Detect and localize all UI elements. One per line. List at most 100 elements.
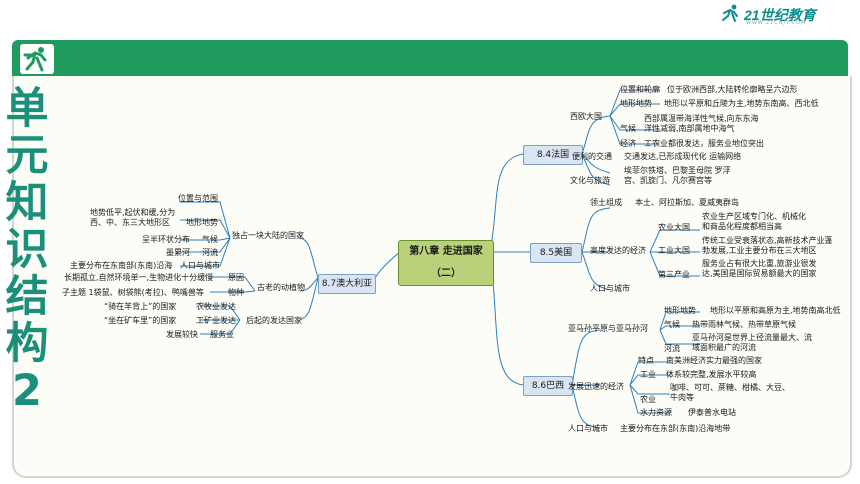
text-br-agri: 咖啡、可可、蔗糖、柑橘、大豆、牛肉等 (670, 383, 790, 403)
text-br-terrain: 地形以平原和高原为主,地势南高北低 (710, 306, 841, 315)
text-tertiary-line2: 达,美国是国际贸易额最大的国家 (702, 269, 817, 278)
text-climate-line2: 洋性减弱,南部属地中海气 (644, 124, 735, 133)
node-br-terrain: 地形地势 (664, 306, 696, 315)
node-au-agri: 农牧业发达 (196, 302, 236, 311)
text-au-terrain-line1: 地势低平,起伏和缓,分为 (90, 208, 176, 217)
node-territory: 领土组成 (590, 198, 622, 207)
text-br-agri-line2: 牛肉等 (670, 393, 694, 402)
node-west-europe: 西欧大国 (570, 112, 602, 121)
node-industry: 工业大国 (658, 246, 690, 255)
runner-logo-icon (722, 4, 738, 22)
node-br-water: 水力资源 (640, 408, 672, 417)
text-br-river-line2: 域面积最广的河流 (692, 343, 756, 352)
text-au-climate: 呈半环状分布 (142, 235, 190, 244)
node-tertiary: 第三产业 (658, 270, 690, 279)
text-terrain: 地形以平原和丘陵为主,地势东南高、西北低 (664, 99, 819, 108)
node-amazon: 亚马孙平原与亚马孙河 (568, 324, 648, 333)
side-title: 单 元 知 识 结 构 2 (2, 86, 52, 415)
text-animals: 子主题 1袋鼠、树袋熊(考拉)、鸭嘴兽等 (62, 288, 204, 297)
text-br-river-line1: 亚马孙河是世界上径流量最大、流 (692, 333, 812, 342)
node-br-river: 河流 (664, 344, 680, 353)
node-culture: 文化与旅游 (570, 176, 610, 185)
running-figure-icon (23, 47, 47, 72)
text-tertiary: 服务业占有很大比重,旅游业很发达,美国是国际贸易额最大的国家 (702, 259, 817, 279)
text-culture: 埃菲尔铁塔、巴黎圣母院 罗浮宫、凯旋门、凡尔赛宫等 (624, 166, 731, 186)
text-au-industry: “坐在矿车里”的国家 (104, 316, 177, 325)
node-au-population: 人口与城市 (180, 261, 220, 270)
text-br-water: 伊泰普水电站 (688, 408, 736, 417)
side-title-char: 元 (5, 131, 49, 181)
text-agri-line1: 农业生产区域专门化、机械化 (702, 212, 806, 221)
text-br-industry: 体系较完整,发展水平较高 (666, 370, 757, 379)
node-reason: 原因 (228, 273, 244, 282)
text-agri: 农业生产区域专门化、机械化和商品化程度都相当高 (702, 212, 806, 232)
text-au-terrain: 地势低平,起伏和缓,分为西、中、东三大地形区 (90, 208, 175, 228)
side-title-char: 结 (5, 272, 49, 322)
runner-icon (20, 44, 54, 74)
node-br-population: 人口与城市 (568, 424, 608, 433)
side-title-char: 知 (5, 178, 49, 228)
node-transport: 便利的交通 (572, 152, 612, 161)
node-animals: 物种 (228, 288, 244, 297)
node-au-river: 河流 (202, 248, 218, 257)
node-au-industry: 工矿业发达 (196, 316, 236, 325)
text-tertiary-line1: 服务业占有很大比重,旅游业很发 (702, 259, 817, 268)
node-continent: 独占一块大陆的国家 (232, 231, 304, 240)
center-node: 第八章 走进国家（二） (398, 240, 494, 286)
header-green-bar (12, 40, 848, 76)
node-br-feature: 特点 (638, 356, 654, 365)
text-au-terrain-line2: 西、中、东三大地形区 (90, 218, 170, 227)
mind-map: 第八章 走进国家（二） 8.4法国 西欧大国 位置和轮廓 位于欧洲西部,大陆转伦… (60, 80, 846, 474)
text-economy: 工农业都很发达，服务业地位突出 (644, 139, 764, 148)
logo: 21世纪教育 WWW.21CNJY.COM (720, 4, 840, 26)
country-node-australia: 8.7澳大利亚 (318, 274, 376, 294)
text-industry-line2: 勃发展,工业主要分布在三大地区 (702, 246, 817, 255)
node-climate: 气候 (620, 124, 636, 133)
node-br-agri: 农业 (640, 395, 656, 404)
country-node-brazil: 8.6巴西 (523, 376, 573, 396)
text-industry: 传统工业受衰落状态,高新技术产业蓬勃发展,工业主要分布在三大地区 (702, 236, 833, 256)
side-title-char: 单 (5, 84, 49, 134)
text-location: 位于欧洲西部,大陆转伦廓略呈六边形 (667, 85, 798, 94)
text-reason: 长期孤立,自然环境单一,生物进化十分缓慢 (64, 273, 214, 282)
logo-text: 21世纪教育 (744, 7, 816, 23)
node-terrain: 地形地势 (620, 99, 652, 108)
node-location: 位置和轮廓 (620, 85, 660, 94)
text-br-agri-line1: 咖啡、可可、蔗糖、柑橘、大豆、 (670, 383, 790, 392)
node-au-climate: 气候 (202, 235, 218, 244)
text-territory: 本土、阿拉斯加、夏威夷群岛 (635, 198, 739, 207)
node-ancient: 古老的动植物 (257, 283, 305, 292)
text-au-service: 发展较快 (166, 330, 198, 339)
text-au-population: 主要分布在东南部(东南)沿海 (70, 261, 173, 270)
node-agri: 农业大国 (658, 223, 690, 232)
text-br-climate: 热带雨林气候、热带草原气候 (692, 320, 796, 329)
text-agri-line2: 和商品化程度都相当高 (702, 222, 782, 231)
mind-map-connectors (180, 89, 700, 429)
text-au-agri: “骑在羊背上”的国家 (104, 302, 177, 311)
node-economy: 经济 (620, 139, 636, 148)
top-bar: 21世纪教育 WWW.21CNJY.COM (0, 0, 860, 38)
node-br-economy: 发展迅速的经济 (568, 382, 624, 391)
node-br-climate: 气候 (664, 320, 680, 329)
node-au-location: 位置与范围 (178, 194, 218, 203)
text-br-population: 主要分布在东部(东南)沿海地带 (620, 424, 731, 433)
text-climate-line1: 西部属温带海洋性气候,向东东海 (644, 114, 759, 123)
text-br-feature: 南美洲经济实力最强的国家 (666, 356, 762, 365)
logo-subtext: WWW.21CNJY.COM (746, 20, 807, 26)
node-au-service: 服务业 (210, 330, 234, 339)
text-transport: 交通发达,已形成现代化 运输网络 (624, 152, 742, 161)
text-au-river: 墨累河 (166, 248, 190, 257)
node-developed: 后起的发达国家 (246, 316, 302, 325)
node-usa-economy: 高度发达的经济 (590, 246, 646, 255)
side-title-char: 2 (12, 366, 42, 416)
text-climate: 西部属温带海洋性气候,向东东海洋性减弱,南部属地中海气 (644, 114, 759, 134)
node-usa-population: 人口与城市 (590, 284, 630, 293)
text-culture-line2: 宫、凯旋门、凡尔赛宫等 (624, 176, 712, 185)
text-industry-line1: 传统工业受衰落状态,高新技术产业蓬 (702, 236, 833, 245)
country-node-france: 8.4法国 (523, 145, 583, 165)
side-title-char: 识 (5, 225, 49, 275)
node-au-terrain: 地形地势 (186, 218, 218, 227)
side-title-char: 构 (5, 319, 49, 369)
text-br-river: 亚马孙河是世界上径流量最大、流域面积最广的河流 (692, 333, 812, 353)
node-br-industry: 工业 (640, 370, 656, 379)
